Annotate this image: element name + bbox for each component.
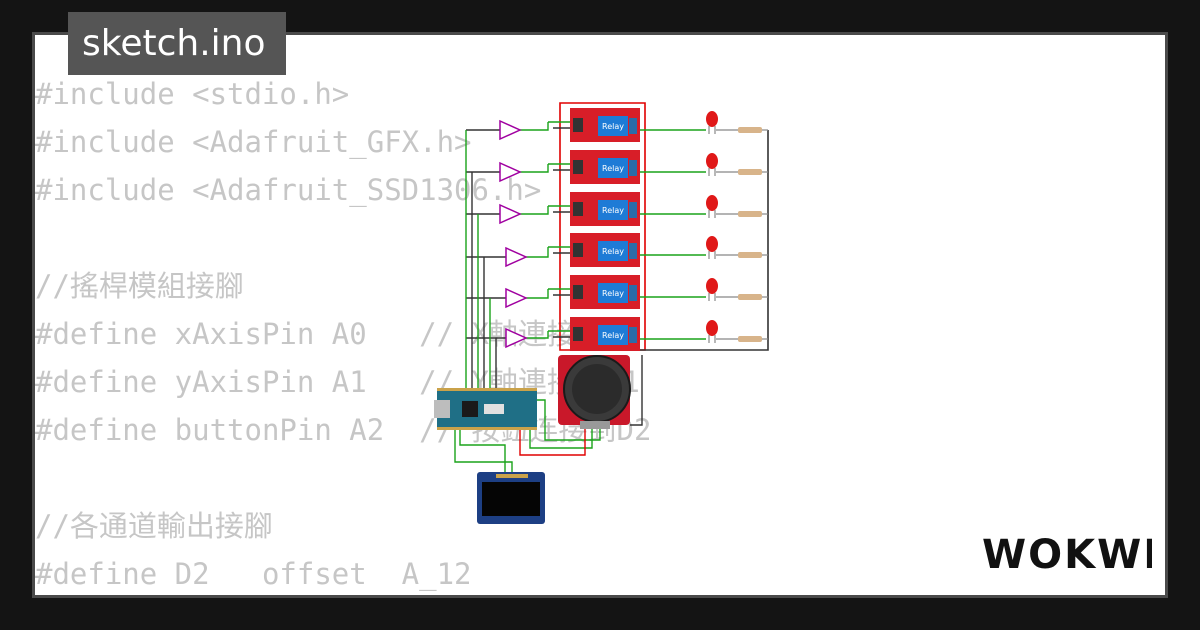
relay-module: Relay [570,192,640,226]
led-body [706,111,718,127]
nano-pins-bottom [437,427,537,430]
buffer-gates [499,119,528,349]
led [706,195,768,218]
relay-header [573,243,583,257]
relay-body [598,241,628,261]
oled-wire [459,428,506,474]
wokwi-wordmark: WOKWI [982,532,1152,578]
oled-pins [496,474,528,478]
relay-label: Relay [602,331,624,340]
relay-module: Relay [570,108,640,142]
buffer-gate [505,246,528,268]
relay-terminal [629,327,637,343]
relay-module: Relay [570,317,640,351]
led-body [706,278,718,294]
arduino-nano[interactable] [434,388,537,430]
relay-module: Relay [570,275,640,309]
led [706,153,768,176]
led-body [706,195,718,211]
relay-terminal [629,285,637,301]
buffer-out-wire [520,164,549,173]
joystick-ground-wire [630,355,643,426]
code-line: //搖桿模組接腳 [35,269,244,303]
relay-label: Relay [602,289,624,298]
buffer-out-wire [526,247,549,258]
relay-terminal [629,202,637,218]
code-line: #define xAxisPin A0 // X軸連接到A0 [35,317,640,351]
relay-body [598,283,628,303]
common-wire [640,130,769,351]
resistor-body [738,211,762,217]
buffer-gate [505,287,528,309]
joystick-module[interactable] [558,355,631,429]
relay-header [573,285,583,299]
led-body [706,236,718,252]
buffer-gate [499,161,522,183]
buffer-gate [499,203,522,225]
code-line: #define buttonPin A2 // 按鈕连接到D2 [35,413,652,447]
buffer-out-wire [526,289,549,299]
relay-body [598,116,628,136]
code-background: #include <stdio.h> #include <Adafruit_GFX… [35,70,651,598]
nano-chip [462,401,478,417]
relay-header [573,327,583,341]
resistor-body [738,169,762,175]
joystick-header [580,421,610,429]
relay-module: Relay [570,233,640,267]
nano-label [484,404,504,414]
relay-body [598,325,628,345]
usb-port [434,400,450,418]
relay-body [598,158,628,178]
relay-terminal [629,118,637,134]
nano-pins-top [437,388,537,391]
relay-module: Relay [570,150,640,184]
led [706,278,768,301]
relay-header [573,202,583,216]
relay-terminal [629,160,637,176]
resistor-body [738,252,762,258]
file-name-label: sketch.ino [82,23,266,64]
relay-header [573,160,583,174]
buffer-out-wire [526,331,549,339]
code-line: #include <stdio.h> [35,77,350,111]
oled-screen [482,482,540,516]
led-body [706,320,718,336]
wires [454,102,769,474]
led [706,111,768,134]
code-line: #include <Adafruit_SSD1306.h> [35,173,542,207]
led-body [706,153,718,169]
relay-label: Relay [602,164,624,173]
code-line: #define yAxisPin A1 // Y軸連接到A1 [35,365,640,399]
relay-terminal [629,243,637,259]
relay-header [573,118,583,132]
led [706,320,768,343]
oled-wire [454,428,513,474]
buffer-gate [505,327,528,349]
oled-display[interactable] [477,472,545,524]
resistor-body [738,336,762,342]
joystick-wire [537,399,601,441]
relay-label: Relay [602,247,624,256]
joystick-cap [572,364,622,414]
code-line: //各通道輸出接腳 [35,509,273,543]
relay-body [598,200,628,220]
resistor-body [738,127,762,133]
file-name-tab[interactable]: sketch.ino [68,12,286,75]
resistor-body [738,294,762,300]
code-line: #define D2 offset A_12 [35,557,472,591]
led [706,236,768,259]
code-line: #include <Adafruit_GFX.h> [35,125,472,159]
wokwi-logo: WOKWI [982,532,1152,578]
relay-label: Relay [602,122,624,131]
joystick-wire [529,425,593,449]
buffer-out-wire [520,122,549,131]
buffer-out-wire [520,206,549,215]
buffer-gate [499,119,522,141]
leds [706,111,768,343]
joystick-power-wire [519,425,586,456]
relay-label: Relay [602,206,624,215]
